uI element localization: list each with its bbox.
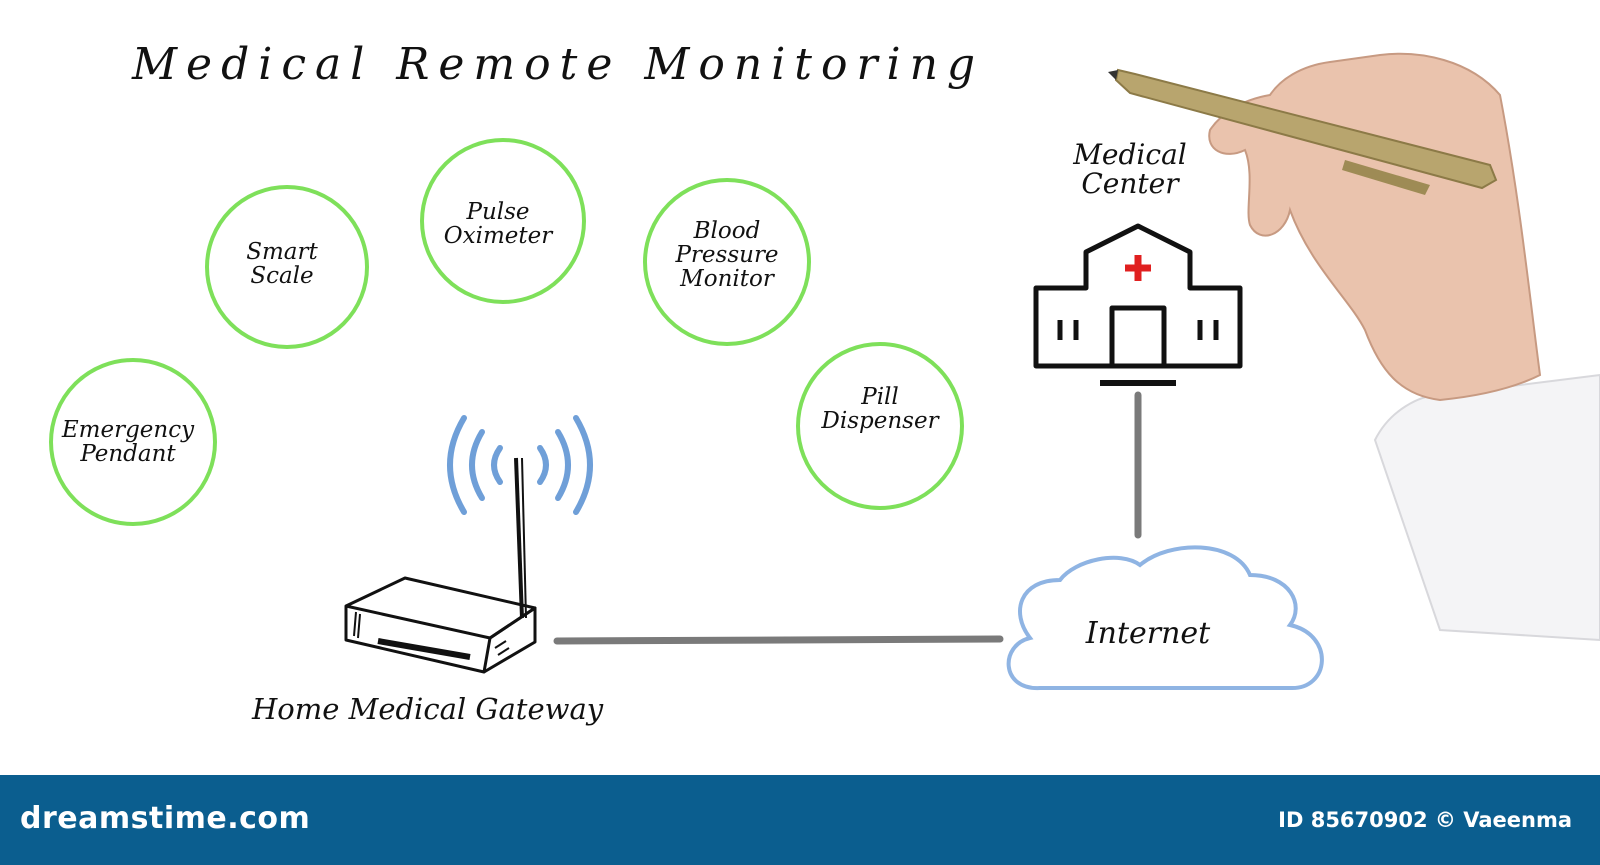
- device-label-blood-pressure-monitor: Blood Pressure Monitor: [675, 218, 779, 293]
- medical-cross-icon: [1125, 255, 1151, 281]
- gateway-internet-link: [553, 635, 1004, 645]
- hospital-icon: [1033, 223, 1243, 386]
- pen-icon: [1108, 68, 1498, 195]
- internet-label: Internet: [1085, 616, 1211, 651]
- device-circle-blood-pressure-monitor: [643, 178, 811, 346]
- footer-bar: dreamstime.com ID 85670902 © Vaeenma: [0, 775, 1600, 865]
- router-icon: [344, 457, 537, 674]
- device-label-pill-dispenser: Pill Dispenser: [821, 384, 939, 435]
- device-circles: [49, 138, 964, 526]
- cloud-icon: [1006, 545, 1324, 691]
- device-label-smart-scale: Smart Scale: [246, 239, 318, 290]
- diagram-title: Medical Remote Monitoring: [132, 39, 985, 90]
- wifi-signal-icon: [447, 415, 593, 515]
- footer-credit: ID 85670902 © Vaeenma: [1278, 808, 1572, 832]
- gateway-label: Home Medical Gateway: [252, 692, 604, 726]
- medical-center-label: Medical Center: [1073, 138, 1187, 201]
- footer-brand[interactable]: dreamstime.com: [20, 801, 311, 836]
- device-circle-smart-scale: [205, 185, 369, 349]
- device-label-pulse-oximeter: Pulse Oximeter: [443, 199, 553, 250]
- device-circle-emergency-pendant: [49, 358, 217, 526]
- device-circle-pulse-oximeter: [420, 138, 586, 304]
- device-circle-pill-dispenser: [796, 342, 964, 510]
- hand-icon: [1208, 52, 1600, 642]
- device-label-emergency-pendant: Emergency Pendant: [61, 417, 195, 468]
